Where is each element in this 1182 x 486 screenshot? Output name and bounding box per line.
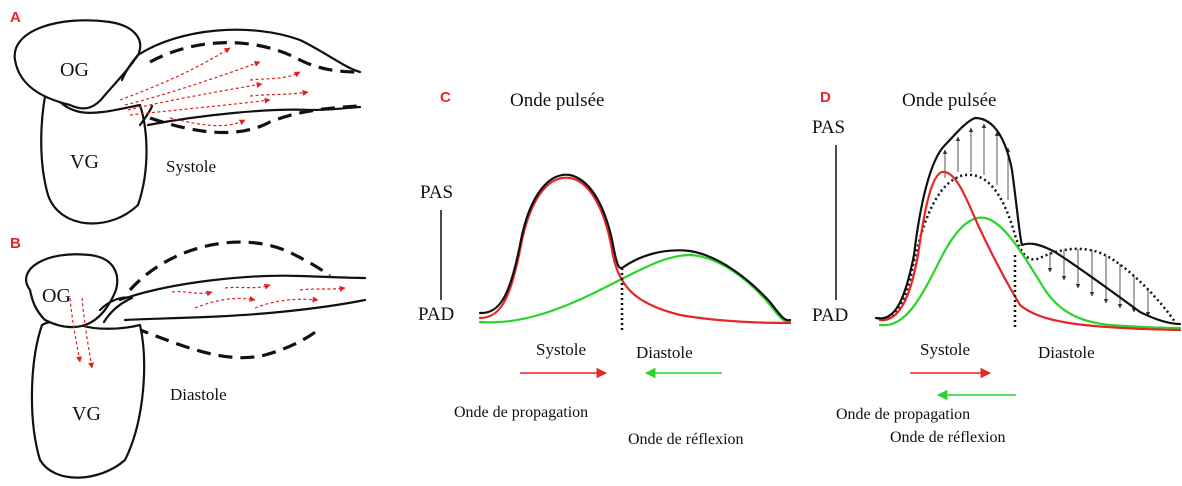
panel-b-letter: B bbox=[10, 235, 21, 252]
aorta-upper-wall-b bbox=[118, 274, 367, 302]
panel-a: A OG VG Systole bbox=[10, 9, 362, 225]
panel-c-pas-label: PAS bbox=[420, 182, 453, 203]
left-ventricle bbox=[40, 80, 148, 225]
panel-a-letter: A bbox=[10, 9, 21, 26]
recoiling-wall-upper bbox=[128, 240, 331, 292]
panel-d-forward-wave bbox=[878, 170, 1182, 332]
distended-wall-upper bbox=[149, 41, 359, 74]
panel-d-reflection-label: Onde de réflexion bbox=[890, 429, 1006, 446]
panel-c-systole-label: Systole bbox=[536, 340, 586, 359]
phase-label-systole: Systole bbox=[166, 157, 216, 176]
aorta-lower-wall bbox=[146, 105, 362, 127]
panel-d-letter: D bbox=[820, 89, 831, 106]
panel-c-resultant-wave bbox=[478, 173, 792, 322]
panel-c-title: Onde pulsée bbox=[510, 90, 604, 111]
recoiling-wall-lower bbox=[134, 326, 319, 360]
panel-d-resultant-wave bbox=[874, 116, 1182, 326]
diastolic-flow-arrows bbox=[69, 283, 346, 369]
panel-c-diastole-label: Diastole bbox=[636, 343, 693, 362]
distended-wall-lower bbox=[149, 104, 359, 135]
panel-d-diastole-label: Diastole bbox=[1038, 343, 1095, 362]
panel-c-reflected-wave bbox=[478, 253, 792, 324]
aortic-valve-closed bbox=[98, 296, 134, 324]
aortic-valve bbox=[120, 53, 140, 82]
phase-label-diastole: Diastole bbox=[170, 385, 227, 404]
left-ventricle-b bbox=[30, 320, 146, 479]
panel-c-propagation-label: Onde de propagation bbox=[454, 404, 588, 421]
atrium-label-og-b: OG bbox=[42, 285, 71, 307]
panel-d-pas-label: PAS bbox=[812, 117, 845, 138]
panel-c-reflection-label: Onde de réflexion bbox=[628, 431, 744, 448]
panel-d-pad-label: PAD bbox=[812, 305, 848, 326]
aorta-lower-wall-b bbox=[123, 298, 367, 322]
panel-d-normal-wave-dotted bbox=[877, 173, 1177, 323]
atrium-label-og: OG bbox=[60, 59, 89, 81]
panel-d: D Onde pulsée PAS PAD Systole bbox=[812, 89, 1182, 446]
panel-d-title: Onde pulsée bbox=[902, 90, 996, 111]
panel-c-pad-label: PAD bbox=[418, 304, 454, 325]
aorta-upper-wall bbox=[136, 28, 362, 74]
ventricle-label-vg: VG bbox=[70, 151, 99, 173]
panel-d-propagation-label: Onde de propagation bbox=[836, 406, 970, 423]
panel-c-forward-wave bbox=[478, 176, 792, 325]
panel-d-reflected-wave bbox=[878, 216, 1182, 330]
panel-c-letter: C bbox=[440, 89, 451, 106]
ventricle-label-vg-b: VG bbox=[72, 403, 101, 425]
panel-c: C Onde pulsée PAS PAD Systole Diastole O… bbox=[418, 89, 792, 448]
panel-b: B OG VG Diastole bbox=[10, 235, 367, 479]
panel-d-systole-label: Systole bbox=[920, 340, 970, 359]
aortic-valve-lower bbox=[138, 104, 154, 127]
systolic-flow-arrows bbox=[119, 47, 309, 127]
